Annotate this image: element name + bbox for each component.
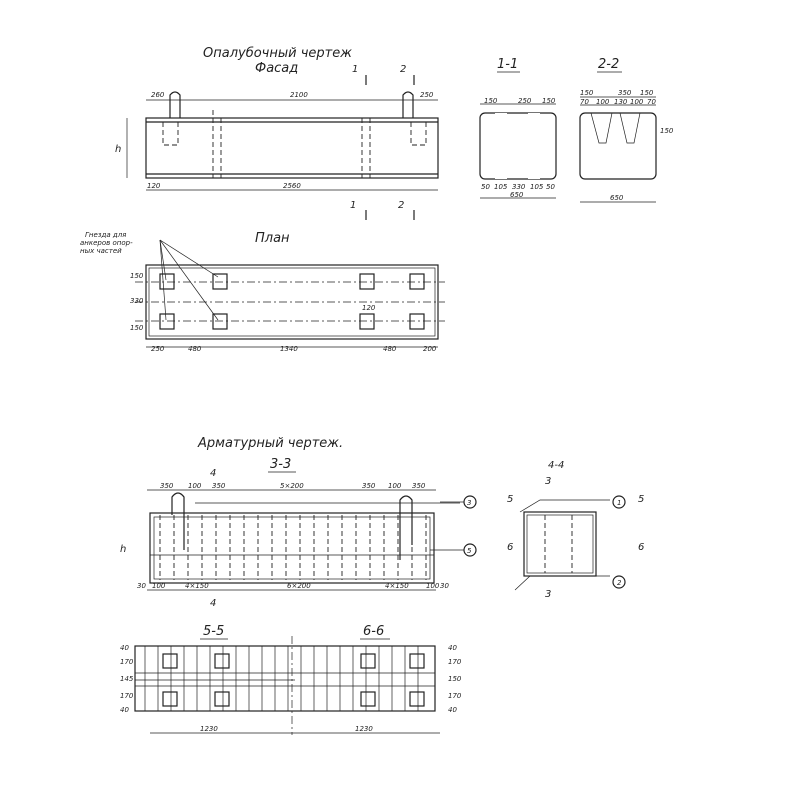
dim: 260 [151,91,165,99]
dim: 650 [510,191,524,199]
rebar-title: Арматурный чертеж. [197,436,343,451]
dim: 1230 [355,725,373,733]
dim: 250 [518,97,532,105]
dim: 170 [448,692,462,700]
dim: 200 [423,345,437,353]
mark-label: 3 [467,499,471,507]
dim: 1340 [280,345,298,353]
dim: 100 [426,582,440,590]
formwork-title: Опалубочный чертеж [203,46,352,61]
note: анкеров опор- [80,239,133,247]
dim: 40 [448,644,457,652]
dim: 480 [188,345,202,353]
section-1-1: 1-1 150 250 150 50 105 330 105 50 650 [479,57,557,199]
mark-label: 2 [617,579,622,587]
dim: 120 [147,182,161,190]
cut-mark: 2 [400,64,406,75]
plan-view: План Гнезда для анкеров опор- ных частей… [80,231,445,353]
cut-mark: 6 [638,542,644,553]
dim: 70 [580,98,589,106]
dim: 2100 [290,91,308,99]
dim: 150 [130,272,144,280]
section-4-4: 4-4 3 3 1 2 5 5 6 6 [507,460,644,600]
mark-label: 1 [617,499,621,507]
dim: 6×200 [287,582,311,590]
dim: 40 [448,706,457,714]
dim: 350 [618,89,632,97]
facade-title: Фасад [255,61,298,76]
cut-mark: 4 [210,468,216,479]
dim: 40 [120,644,129,652]
dim: 100 [596,98,610,106]
section-title: 6-6 [363,624,384,639]
section-title: 5-5 [203,624,224,639]
dim: 105 [494,183,508,191]
plan-title: План [255,231,290,246]
dim: 70 [647,98,656,106]
dim: 150 [448,675,462,683]
section-title: 1-1 [497,57,518,72]
rebar-section-3-3: Арматурный чертеж. 3-3 4 4 3 5 h 350 100… [120,436,477,609]
dim: 100 [630,98,644,106]
dim: 350 [412,482,426,490]
cut-mark: 5 [507,494,513,505]
cut-mark: 2 [398,200,404,211]
dim: 350 [362,482,376,490]
dim: 330 [512,183,526,191]
dim: 50 [546,183,555,191]
sections-5-5-6-6: 5-5 6-6 1230 1230 40 170 145 170 40 40 1… [120,624,462,735]
dim: 4×150 [185,582,209,590]
dim: 2560 [283,182,301,190]
height-label: h [120,544,126,555]
dim: 350 [212,482,226,490]
cut-mark: 4 [210,598,216,609]
mark-label: 5 [467,547,472,555]
dim: 145 [120,675,134,683]
dim: 170 [120,658,134,666]
dim: 100 [152,582,166,590]
dim: 150 [130,324,144,332]
section-title: 3-3 [270,457,291,472]
dim: 40 [120,706,129,714]
section-title: 2-2 [598,57,619,72]
dim: 50 [481,183,490,191]
dim: 250 [420,91,434,99]
dim: 130 [614,98,628,106]
dim: 350 [160,482,174,490]
dim: 120 [362,304,376,312]
cut-mark: 1 [350,200,356,211]
facade-view: Опалубочный чертеж Фасад h 260 2100 250 … [115,46,439,220]
height-label: h [115,144,121,155]
cut-mark: 3 [545,589,551,600]
dim: 1230 [200,725,218,733]
dim: 150 [640,89,654,97]
dim: 4×150 [385,582,409,590]
dim: 150 [484,97,498,105]
dim: 250 [151,345,165,353]
dim: 480 [383,345,397,353]
note: Гнезда для [85,231,126,239]
dim: 105 [530,183,544,191]
dim: 5×200 [280,482,304,490]
dim: 100 [388,482,402,490]
section-2-2: 2-2 150 350 150 70 100 130 100 70 150 65… [579,57,674,203]
note: ных частей [80,247,122,255]
dim: 30 [440,582,449,590]
dim: 330 [130,297,144,305]
dim: 170 [120,692,134,700]
dim: 170 [448,658,462,666]
cut-mark: 5 [638,494,644,505]
cut-mark: 3 [545,476,551,487]
dim: 30 [137,582,146,590]
section-title: 4-4 [548,460,564,471]
cut-mark: 6 [507,542,513,553]
dim: 650 [610,194,624,202]
dim: 100 [188,482,202,490]
dim: 150 [542,97,556,105]
dim: 150 [660,127,674,135]
cut-mark: 1 [352,64,358,75]
dim: 150 [580,89,594,97]
